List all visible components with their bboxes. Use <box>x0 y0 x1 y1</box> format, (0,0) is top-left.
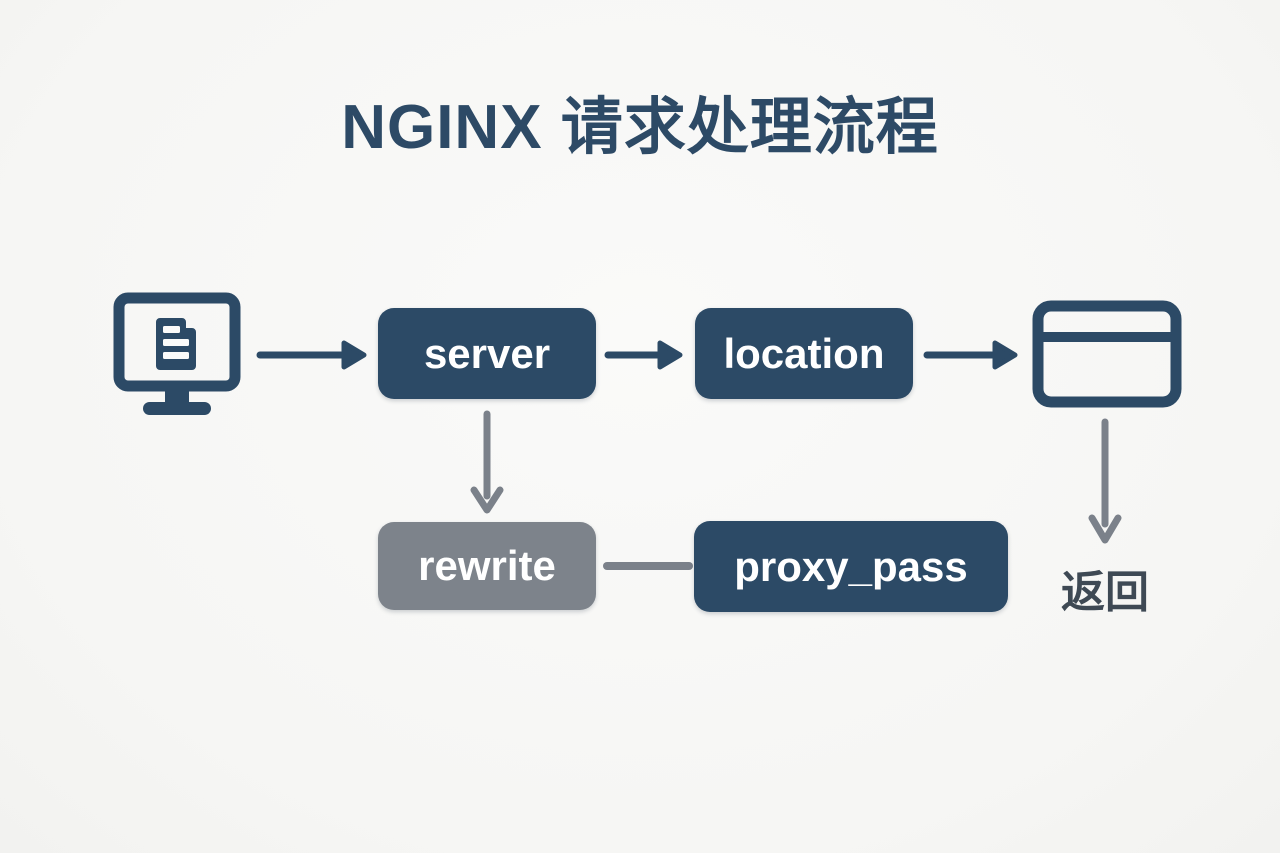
arrow-location-to-response-icon <box>923 339 1019 371</box>
arrow-response-to-return-icon <box>1088 418 1122 548</box>
node-proxy-pass: proxy_pass <box>694 521 1008 612</box>
monitor-with-document-icon <box>112 292 242 418</box>
return-label: 返回 <box>1061 568 1149 617</box>
arrow-client-to-server-icon <box>256 339 368 371</box>
node-proxy-pass-label: proxy_pass <box>734 542 968 590</box>
node-rewrite-label: rewrite <box>418 542 556 589</box>
arrow-server-to-rewrite-icon <box>470 410 504 516</box>
browser-window-icon <box>1032 300 1182 408</box>
node-rewrite: rewrite <box>378 522 596 610</box>
node-server-label: server <box>423 329 551 377</box>
arrow-server-to-location-icon <box>604 339 684 371</box>
node-location-label: location <box>723 329 885 377</box>
node-location: location <box>695 308 913 399</box>
diagram-title: NGINX 请求处理流程 <box>341 93 939 162</box>
node-server: server <box>378 308 596 399</box>
connector-rewrite-to-proxy-pass <box>602 560 694 572</box>
